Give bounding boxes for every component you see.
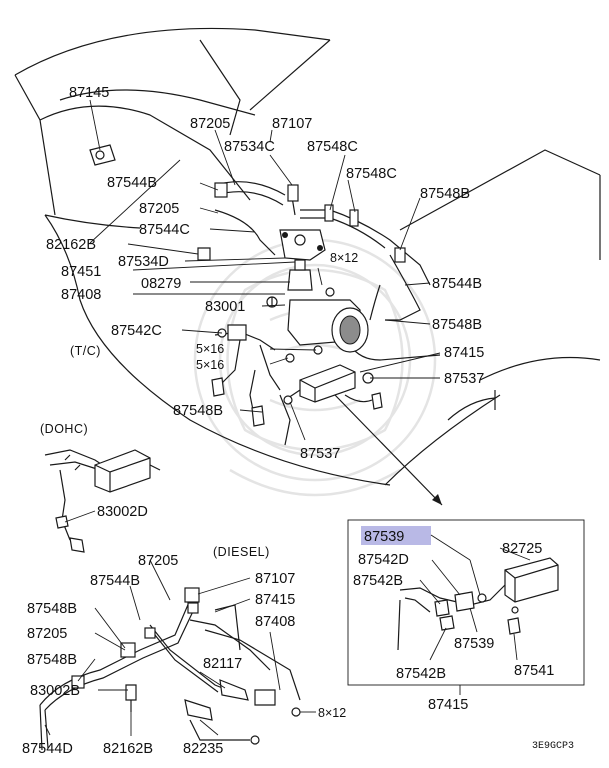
inset-label-87541: 87541 <box>514 663 554 679</box>
label-83001: 83001 <box>205 299 245 315</box>
label-08279: 08279 <box>141 276 181 292</box>
label-87415-b: 87415 <box>255 592 295 608</box>
inset-label-87542b-1: 87542B <box>353 573 403 589</box>
label-87542c: 87542C <box>111 323 162 339</box>
label-87544d: 87544D <box>22 741 73 757</box>
label-87537-right: 87537 <box>444 371 484 387</box>
upper-components <box>89 144 443 506</box>
label-82162b-top: 82162B <box>46 237 96 253</box>
label-5x16-a: 5×16 <box>196 342 224 356</box>
label-87548b-right: 87548B <box>432 317 482 333</box>
label-87534d: 87534D <box>118 254 169 270</box>
label-87548b-left: 87548B <box>173 403 223 419</box>
part-labels: 87145 87205 87107 87534C 87548C 87548C 8… <box>22 85 484 757</box>
label-87408-b: 87408 <box>255 614 295 630</box>
label-87205-top: 87205 <box>190 116 230 132</box>
label-82235: 82235 <box>183 741 223 757</box>
inset-label-87539: 87539 <box>364 529 404 545</box>
label-87544c: 87544C <box>139 222 190 238</box>
inset-label-87415: 87415 <box>428 697 468 713</box>
leader-lines <box>44 99 531 736</box>
note-diesel: (DIESEL) <box>213 545 270 559</box>
dohc-assembly <box>44 449 161 553</box>
label-87548b-b2: 87548B <box>27 652 77 668</box>
car-body-outline <box>14 27 601 486</box>
label-87415-top: 87415 <box>444 345 484 361</box>
label-87107-top: 87107 <box>272 116 312 132</box>
label-83002b: 83002B <box>30 683 80 699</box>
label-87544b-1: 87544B <box>107 175 157 191</box>
label-87548c-1: 87548C <box>307 139 358 155</box>
inset-label-87539-b: 87539 <box>454 636 494 652</box>
label-87205-mid: 87205 <box>139 201 179 217</box>
inset-label-87542d: 87542D <box>358 552 409 568</box>
diesel-assembly <box>39 587 301 751</box>
label-87534c: 87534C <box>224 139 275 155</box>
label-87548b-b1: 87548B <box>27 601 77 617</box>
label-87451: 87451 <box>61 264 101 280</box>
label-87548c-2: 87548C <box>346 166 397 182</box>
inset-label-82725: 82725 <box>502 541 542 557</box>
label-87107-b: 87107 <box>255 571 295 587</box>
figure-code: 3E9GCP3 <box>532 741 574 752</box>
label-87544b-b: 87544B <box>90 573 140 589</box>
label-5x16-b: 5×16 <box>196 358 224 372</box>
label-87408-top: 87408 <box>61 287 101 303</box>
note-dohc: (DOHC) <box>40 422 88 436</box>
label-87145: 87145 <box>69 85 109 101</box>
inset-box <box>347 519 585 686</box>
inset-label-87542b-2: 87542B <box>396 666 446 682</box>
label-87205-b2: 87205 <box>27 626 67 642</box>
label-8x12-top: 8×12 <box>330 251 358 265</box>
label-83002d: 83002D <box>97 504 148 520</box>
label-8x12-b: 8×12 <box>318 706 346 720</box>
note-tc: (T/C) <box>70 344 101 358</box>
label-87205-b: 87205 <box>138 553 178 569</box>
label-87544b-right: 87544B <box>432 276 482 292</box>
label-87537-bottom: 87537 <box>300 446 340 462</box>
label-82117: 82117 <box>203 656 242 672</box>
label-87548b-1: 87548B <box>420 186 470 202</box>
inset-labels: 87539 82725 87542D 87542B 87539 87542B 8… <box>353 529 554 713</box>
label-82162b-b: 82162B <box>103 741 153 757</box>
